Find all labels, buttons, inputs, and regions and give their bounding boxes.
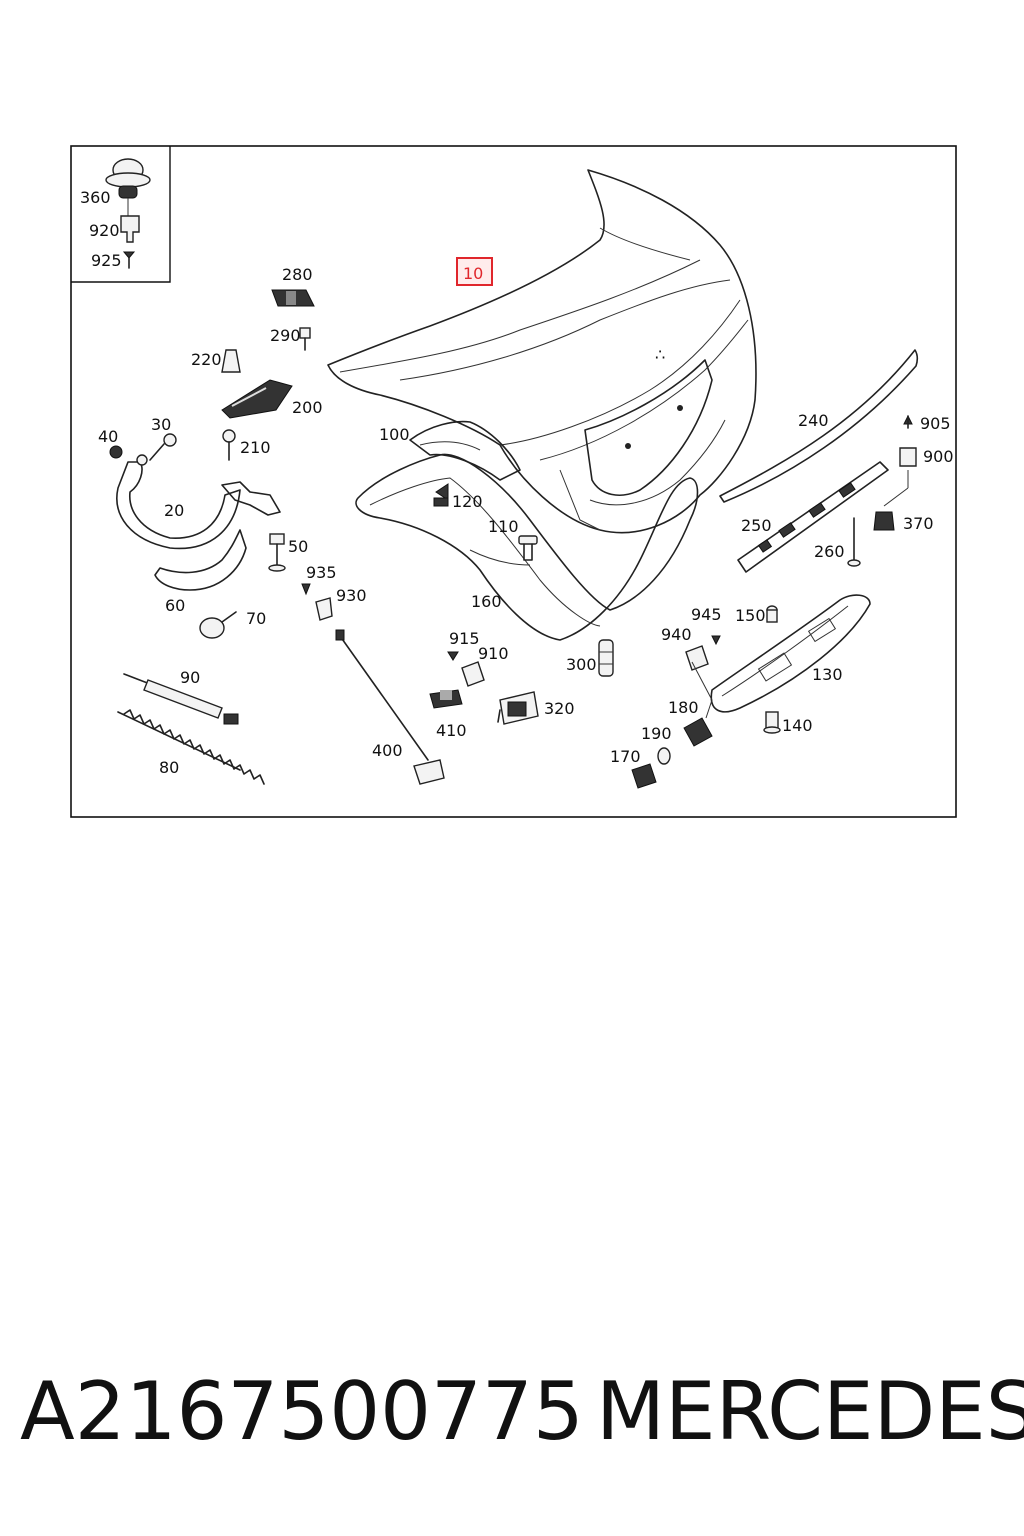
callout-410: 410 <box>436 721 467 740</box>
clip-360-drawing <box>105 158 151 199</box>
callout-220: 220 <box>191 350 222 369</box>
lamp-180-drawing <box>683 717 713 747</box>
switch-280-drawing <box>271 289 315 307</box>
callout-900: 900 <box>923 447 954 466</box>
screw-30-drawing <box>149 433 177 461</box>
bulb-190-drawing <box>657 747 671 765</box>
switch-410-drawing <box>429 689 463 709</box>
callout-940: 940 <box>661 625 692 644</box>
callout-300: 300 <box>566 655 597 674</box>
hinge-cover-100-drawing <box>409 420 521 481</box>
bolt-50-drawing <box>268 533 286 572</box>
callout-40: 40 <box>98 427 118 446</box>
pin-110-drawing <box>518 535 538 561</box>
callout-280: 280 <box>282 265 313 284</box>
clip-920-drawing <box>120 215 140 243</box>
callout-100: 100 <box>379 425 410 444</box>
callout-290: 290 <box>270 326 301 345</box>
switch-320-drawing <box>497 691 539 725</box>
gas-strut-90-drawing <box>123 673 239 725</box>
cable-400-drawing <box>301 583 445 785</box>
bolt-70-drawing <box>199 611 237 639</box>
callout-930: 930 <box>336 586 367 605</box>
callout-90: 90 <box>180 668 200 687</box>
trunk-lid-drawing: ∴ <box>327 169 757 534</box>
brand-name: MERCEDES <box>596 1365 1024 1458</box>
strip-240-drawing <box>719 349 919 503</box>
clip-220-drawing <box>221 349 241 373</box>
clip-945-940-drawing <box>685 635 721 671</box>
handle-130-drawing <box>710 594 871 713</box>
callout-130: 130 <box>812 665 843 684</box>
callout-80: 80 <box>159 758 179 777</box>
moulding-250-drawing <box>737 461 889 573</box>
callout-910: 910 <box>478 644 509 663</box>
callout-170: 170 <box>610 747 641 766</box>
callout-925: 925 <box>91 251 122 270</box>
screw-925-drawing <box>122 251 136 269</box>
callout-70: 70 <box>246 609 266 628</box>
clip-370-drawing <box>873 511 895 531</box>
callout-20: 20 <box>164 501 184 520</box>
part-number: A2167500775 <box>20 1365 584 1458</box>
nut-40-drawing <box>109 445 123 459</box>
callout-140: 140 <box>782 716 813 735</box>
callout-190: 190 <box>641 724 672 743</box>
callout-360: 360 <box>80 188 111 207</box>
bumper-300-drawing <box>598 639 614 677</box>
callout-200: 200 <box>292 398 323 417</box>
inset-box <box>71 146 171 283</box>
callout-180: 180 <box>668 698 699 717</box>
callout-250: 250 <box>741 516 772 535</box>
callout-30: 30 <box>151 415 171 434</box>
bolt-290-drawing <box>299 327 311 351</box>
callout-920: 920 <box>89 221 120 240</box>
callout-60: 60 <box>165 596 185 615</box>
callout-210: 210 <box>240 438 271 457</box>
callout-240: 240 <box>798 411 829 430</box>
callout-10: 10 <box>463 264 483 283</box>
latch-200-drawing <box>221 379 293 419</box>
callout-370: 370 <box>903 514 934 533</box>
callout-945: 945 <box>691 605 722 624</box>
callout-915: 915 <box>449 629 480 648</box>
callout-935: 935 <box>306 563 337 582</box>
svg-text:∴: ∴ <box>655 345 665 364</box>
callout-10-highlight <box>456 257 493 286</box>
trim-panel-160-drawing <box>355 453 699 641</box>
callout-120: 120 <box>452 492 483 511</box>
callout-320: 320 <box>544 699 575 718</box>
callout-110: 110 <box>488 517 519 536</box>
screw-260-drawing <box>847 517 861 567</box>
bolt-140-drawing <box>763 711 781 734</box>
cover-60-drawing <box>154 529 247 591</box>
screw-210-drawing <box>222 429 236 461</box>
clip-900-drawing <box>899 447 917 467</box>
spring-80-drawing <box>117 709 265 785</box>
hinge-arm-20-drawing <box>116 454 281 550</box>
callout-160: 160 <box>471 592 502 611</box>
callout-150: 150 <box>735 606 766 625</box>
clip-905-drawing <box>903 414 913 429</box>
callout-260: 260 <box>814 542 845 561</box>
callout-50: 50 <box>288 537 308 556</box>
clip-915-910-drawing <box>447 651 485 687</box>
clip-120-drawing <box>433 483 449 507</box>
callout-400: 400 <box>372 741 403 760</box>
callout-905: 905 <box>920 414 951 433</box>
diagram-frame <box>70 145 957 818</box>
connector-170-drawing <box>631 763 657 789</box>
cap-150-drawing <box>766 605 778 623</box>
